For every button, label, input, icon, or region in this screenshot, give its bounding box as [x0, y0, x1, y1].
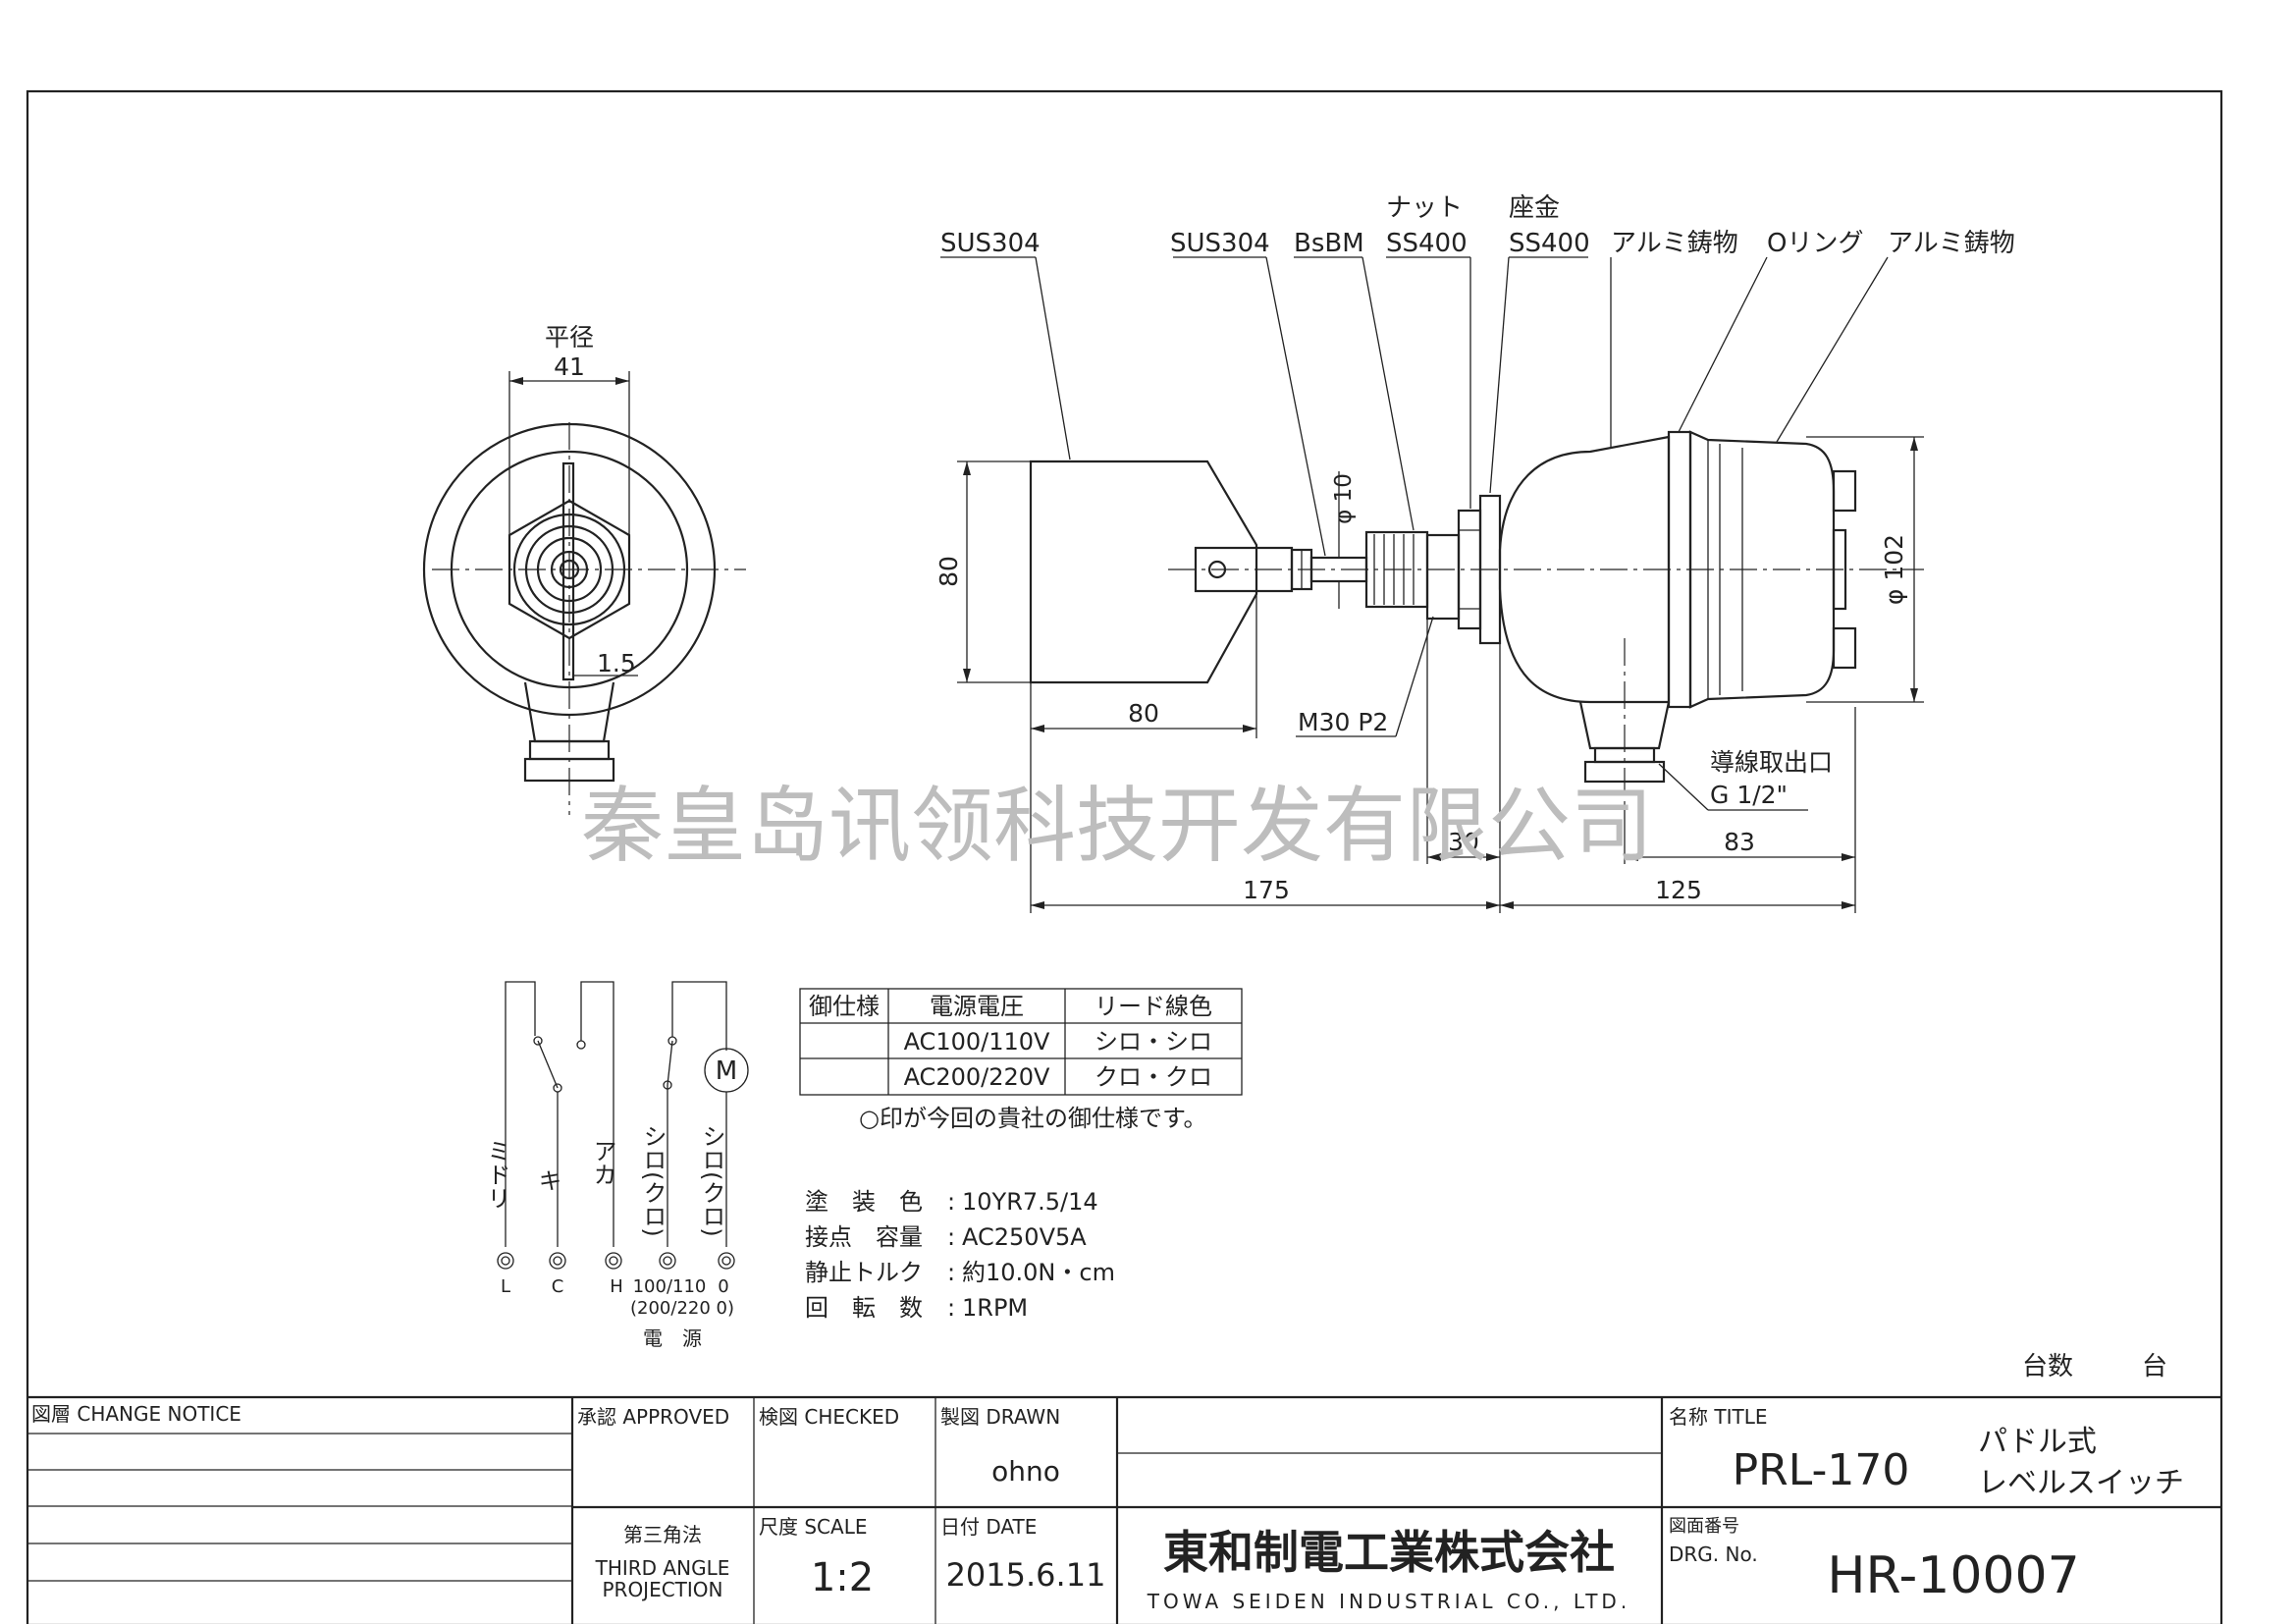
terminal-h: H	[610, 1276, 623, 1297]
drawn-by-value: ohno	[991, 1455, 1060, 1488]
projection-en-line1: THIRD ANGLE	[595, 1556, 730, 1580]
spec-torque-label: 静止トルク	[805, 1259, 923, 1286]
wire-label-red: アカ	[589, 1139, 616, 1186]
quantity-label: 台数	[2022, 1352, 2073, 1381]
spec-rpm-value: 1RPM	[962, 1294, 1028, 1322]
projection-en-line2: PROJECTION	[602, 1578, 722, 1601]
paddle-width-value: 80	[1128, 699, 1159, 728]
wire-label-white-2: シロ(クロ)	[698, 1124, 725, 1237]
callout-bushing-material: BsBM	[1294, 229, 1364, 258]
terminal-0: 0	[718, 1276, 728, 1297]
terminal-l: L	[501, 1276, 510, 1297]
paddle-height-value: 80	[934, 556, 963, 587]
side-view	[1029, 430, 1924, 805]
thread-body	[1425, 533, 1461, 621]
wiring-diagram	[497, 981, 749, 1270]
spec-row2-color: クロ・クロ	[1095, 1063, 1212, 1091]
wire-label-yellow: キ	[534, 1168, 561, 1192]
callout-nut-material: SS400	[1386, 229, 1468, 258]
title-block-grid	[27, 1395, 2221, 1624]
callout-cover-material: アルミ鋳物	[1888, 229, 2015, 258]
callout-leaders	[940, 256, 1889, 811]
callout-conduit-label: 導線取出口	[1710, 748, 1833, 777]
plate-thickness-value: 1.5	[597, 649, 636, 677]
callout-paddle-material: SUS304	[940, 229, 1041, 258]
scale-label: 尺度 SCALE	[759, 1515, 867, 1539]
company-name-jp: 東和制電工業株式会社	[1163, 1526, 1615, 1579]
date-value: 2015.6.11	[946, 1556, 1106, 1594]
projection-jp-label: 第三角法	[623, 1523, 702, 1546]
housing-body	[1498, 435, 1671, 704]
drawing-number-label-jp: 図面番号	[1669, 1516, 1739, 1537]
housing-diameter-value: φ 102	[1880, 534, 1908, 605]
alt-voltage-label: (200/220 0)	[630, 1298, 734, 1319]
dim-83-value: 83	[1724, 828, 1755, 856]
spec-paint-label: 塗 装 色	[805, 1188, 923, 1216]
checked-label: 検図 CHECKED	[759, 1405, 899, 1429]
dim-30-value: 30	[1448, 828, 1479, 856]
callout-housing-material: アルミ鋳物	[1611, 229, 1738, 258]
paddle	[1029, 460, 1258, 684]
product-name-line2: レベルスイッチ	[1978, 1466, 2184, 1500]
spec-row1-voltage: AC100/110V	[904, 1028, 1050, 1056]
spec-note: ○印が今回の貴社の御仕様です。	[859, 1105, 1207, 1132]
front-view	[422, 371, 746, 815]
dim-125-value: 125	[1655, 876, 1702, 904]
spec-header-lead-color: リード線色	[1095, 993, 1212, 1020]
spec-table	[799, 988, 1243, 1096]
motor-label: M	[716, 1056, 737, 1086]
sheet-border	[26, 89, 2223, 1624]
approved-label: 承認 APPROVED	[577, 1405, 729, 1429]
callout-conduit-thread: G 1/2"	[1710, 781, 1788, 809]
terminal-c: C	[552, 1276, 564, 1297]
watermark: 秦皇岛讯领科技开发有限公司	[581, 778, 1653, 874]
terminal-100-110: 100/110	[633, 1276, 707, 1297]
spec-row2-voltage: AC200/220V	[904, 1063, 1050, 1091]
date-label: 日付 DATE	[940, 1515, 1037, 1539]
model-number: PRL-170	[1733, 1445, 1910, 1495]
spec-paint-sep: :	[947, 1188, 955, 1216]
shaft-diameter-value: φ 10	[1331, 473, 1357, 524]
spec-row1-color: シロ・シロ	[1095, 1028, 1212, 1056]
wire-label-white-1: シロ(クロ)	[639, 1124, 667, 1237]
spec-contact-value: AC250V5A	[962, 1223, 1087, 1251]
quantity-unit: 台	[2142, 1352, 2167, 1381]
flat-width-value: 41	[554, 352, 585, 381]
side-view-dimensions	[957, 436, 1924, 913]
power-label: 電 源	[643, 1326, 702, 1350]
callout-shaft-material: SUS304	[1170, 229, 1270, 258]
spec-contact-sep: :	[947, 1223, 955, 1251]
callout-nut-label: ナット	[1386, 193, 1463, 223]
product-name-line1: パドル式	[1978, 1425, 2097, 1459]
spec-header-voltage: 電源電圧	[930, 993, 1024, 1020]
spec-rpm-label: 回 転 数	[805, 1294, 923, 1322]
drawn-label: 製図 DRAWN	[940, 1405, 1060, 1429]
flat-width-label: 平径	[545, 323, 594, 352]
wire-label-green: ミドリ	[483, 1139, 510, 1210]
change-notice-label: 図層 CHANGE NOTICE	[31, 1402, 241, 1426]
callout-washer-label: 座金	[1509, 193, 1560, 223]
drawing-number-label: DRG. No.	[1669, 1543, 1758, 1566]
drawing-number: HR-10007	[1827, 1546, 2079, 1605]
callout-thread: M30 P2	[1298, 708, 1388, 736]
spec-torque-sep: :	[947, 1259, 955, 1286]
scale-value: 1:2	[811, 1555, 874, 1600]
spec-torque-value: 約10.0N・cm	[962, 1259, 1115, 1286]
company-name-en: TOWA SEIDEN INDUSTRIAL CO., LTD.	[1147, 1590, 1630, 1613]
callout-washer-material: SS400	[1509, 229, 1590, 258]
spec-header-spec: 御仕様	[809, 993, 880, 1020]
callout-oring: Oリング	[1767, 229, 1863, 258]
dim-175-value: 175	[1243, 876, 1290, 904]
spec-rpm-sep: :	[947, 1294, 955, 1322]
spec-contact-label: 接点 容量	[805, 1223, 923, 1251]
spec-paint-value: 10YR7.5/14	[962, 1188, 1098, 1216]
title-label: 名称 TITLE	[1669, 1405, 1767, 1429]
